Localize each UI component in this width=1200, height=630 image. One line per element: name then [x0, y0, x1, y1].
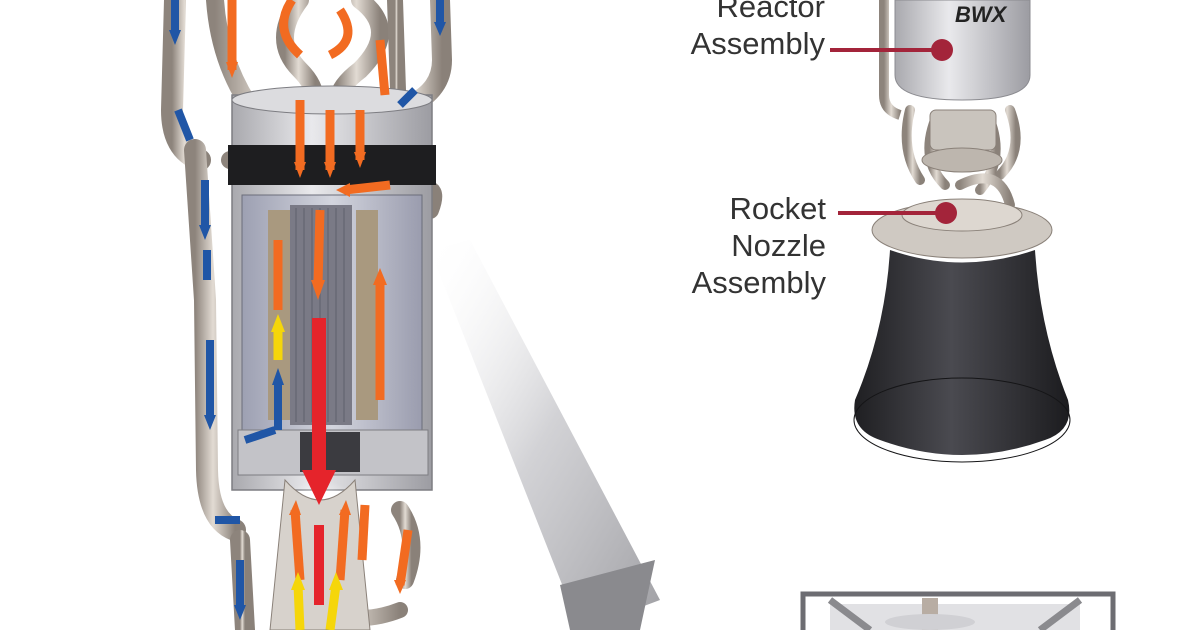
reactor-assembly-line-1: Reactor: [620, 0, 825, 25]
rocket-nozzle-line-2: Nozzle: [620, 227, 826, 264]
exterior-engine: BWX: [854, 0, 1070, 462]
inset-detail: [803, 594, 1113, 630]
rocket-nozzle-bell: [854, 250, 1069, 455]
reactor-assembly-label: Reactor Assembly: [620, 0, 825, 62]
rocket-nozzle-line-3: Assembly: [620, 264, 826, 301]
reactor-assembly-line-2: Assembly: [620, 25, 825, 62]
logo: BWX: [955, 2, 1008, 27]
rocket-nozzle-assembly-label: Rocket Nozzle Assembly: [620, 190, 826, 301]
callout-dot-icon: [935, 202, 957, 224]
callout-dot-icon: [931, 39, 953, 61]
rocket-nozzle-line-1: Rocket: [620, 190, 826, 227]
